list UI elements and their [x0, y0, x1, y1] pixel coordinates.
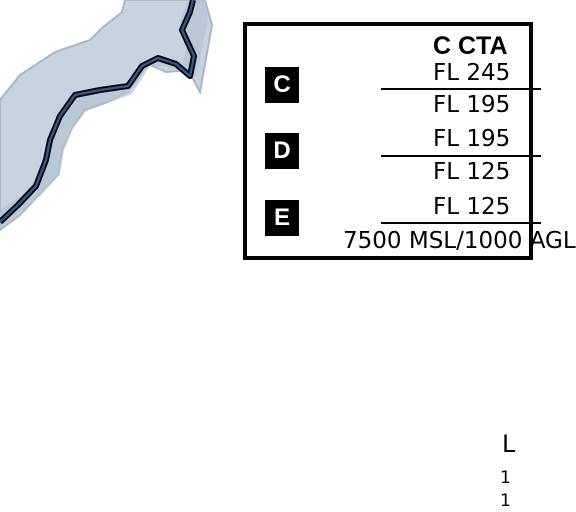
class-d-badge: D — [265, 133, 299, 169]
corner-line-1: 1 — [500, 468, 511, 488]
legend-title: C CTA — [433, 32, 508, 60]
class-d-divider — [381, 155, 541, 157]
corner-line-2: 1 — [500, 491, 511, 511]
class-d-upper-limit: FL 195 — [433, 126, 511, 152]
class-c-lower-limit: FL 195 — [433, 92, 511, 118]
corner-heading: L — [502, 430, 516, 458]
class-c-upper-limit: FL 245 — [433, 60, 511, 86]
class-c-badge: C — [265, 67, 299, 103]
class-e-badge: E — [265, 200, 299, 236]
class-c-divider — [381, 88, 541, 90]
class-d-lower-limit: FL 125 — [433, 159, 511, 185]
airspace-legend: C CTA C FL 245 FL 195 D FL 195 FL 125 E … — [243, 22, 576, 260]
coastline-graphic — [0, 0, 214, 232]
class-e-lower-limit: 7500 MSL/1000 AGL — [343, 228, 576, 254]
coastline-line — [0, 0, 196, 223]
class-e-upper-limit: FL 125 — [433, 194, 511, 220]
class-e-divider — [381, 222, 541, 224]
shaded-land-inner — [0, 0, 208, 228]
